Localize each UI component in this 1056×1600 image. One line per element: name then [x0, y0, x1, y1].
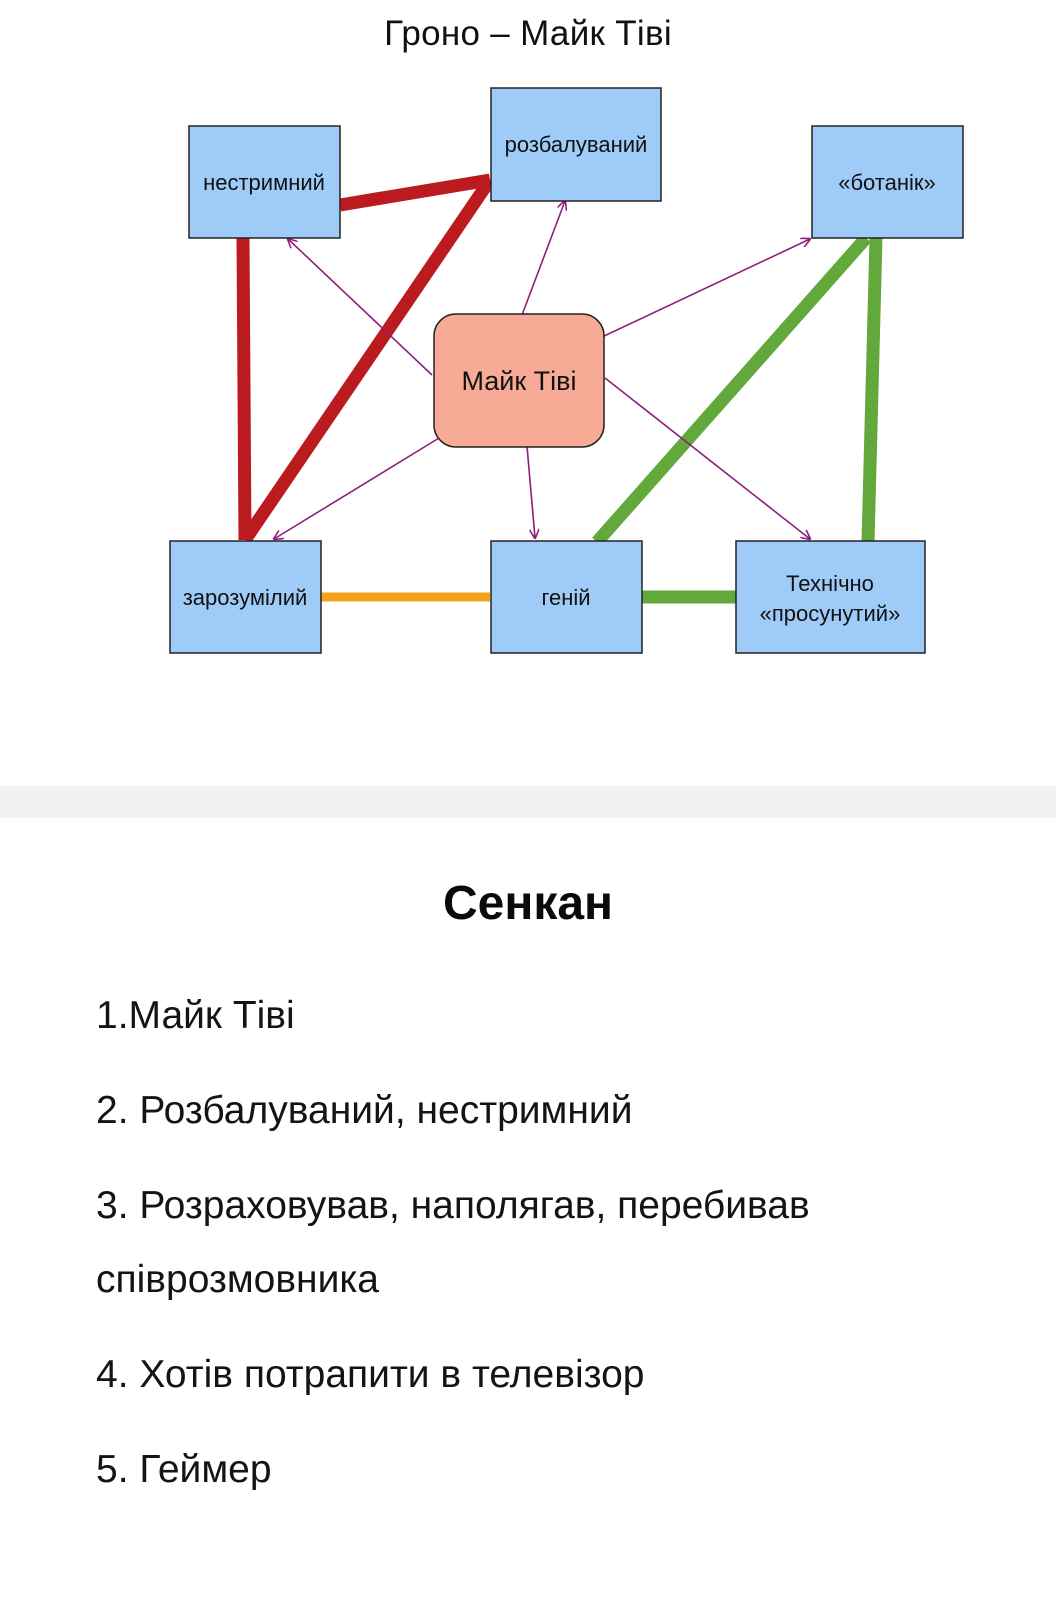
connector-red-nestrymnyi-zarozumilyi — [236, 237, 252, 541]
node-label: нестримний — [203, 170, 325, 195]
center-label: Майк Тіві — [461, 366, 576, 396]
arrow-to-botanik — [601, 239, 810, 338]
node-botanik: «ботанік» — [811, 125, 964, 239]
senkan-heading: Сенкан — [442, 877, 614, 930]
node-label-line2: «просунутий» — [760, 601, 901, 626]
list-item: 3. Розраховував, наполягав, перебивав — [96, 1184, 810, 1227]
node-label: «ботанік» — [838, 170, 936, 195]
node-label: геній — [541, 585, 590, 610]
list-item: 1.Майк Тіві — [96, 994, 295, 1037]
diagram-title: Гроно – Майк Тіві — [384, 14, 672, 53]
list-item: співрозмовника — [96, 1258, 379, 1301]
arrow-to-genii — [526, 445, 535, 538]
node-label-line1: Технічно — [786, 571, 874, 596]
list-item: 2. Розбалуваний, нестримний — [96, 1089, 633, 1132]
node-nestrymnyi: нестримний — [188, 125, 341, 239]
connector-red-nestrymnyi-rozbaluvanyi — [338, 173, 492, 212]
connector-red-rozbaluvanyi-zarozumilyi — [239, 176, 496, 544]
list-item: 5. Геймер — [96, 1448, 272, 1491]
node-tekhnichno: Технічно «просунутий» — [735, 540, 926, 654]
node-rozbaluvanyi: розбалуваний — [490, 87, 662, 202]
node-label: зарозумілий — [183, 585, 308, 610]
arrow-to-zarozumilyi — [274, 437, 440, 539]
node-zarozumilyi: зарозумілий — [169, 540, 322, 654]
node-label: розбалуваний — [505, 132, 648, 157]
connector-green-botanik-genii — [592, 233, 871, 547]
arrow-to-tekhnichno — [604, 377, 810, 539]
section-divider — [0, 786, 1056, 818]
list-item: 4. Хотів потрапити в телевізор — [96, 1353, 645, 1396]
cluster-diagram: нестримний розбалуваний «ботанік» зарозу… — [169, 87, 964, 654]
node-center: Майк Тіві — [433, 313, 605, 448]
connector-green-botanik-tekhnichno — [861, 237, 883, 543]
arrow-to-nestrymnyi — [288, 239, 433, 376]
node-genii: геній — [490, 540, 643, 654]
arrow-to-rozbaluvanyi — [521, 201, 565, 316]
